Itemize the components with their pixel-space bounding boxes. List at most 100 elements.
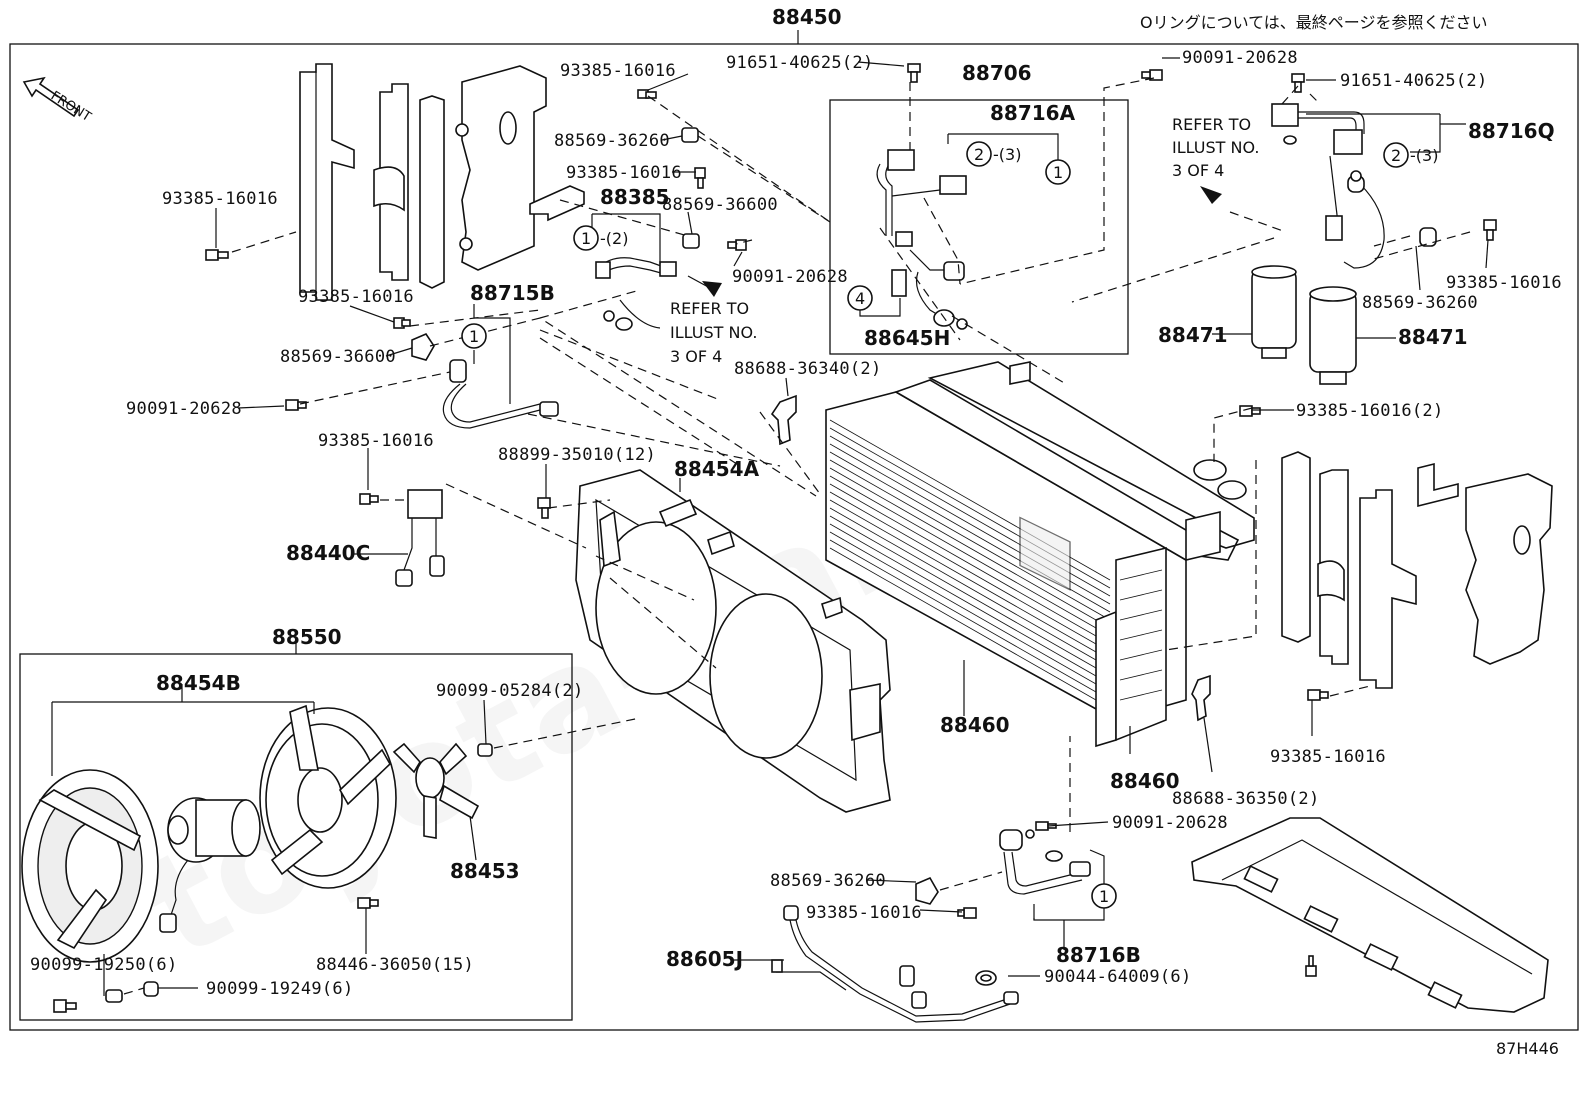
- part-label: 93385-16016: [566, 163, 682, 183]
- oring-note: Oリングについては、最終ページを参照ください: [1140, 13, 1487, 32]
- bolt-icon: [393, 317, 411, 329]
- part-label: 88446-36050(15): [316, 955, 474, 975]
- bolt-icon: [1239, 405, 1261, 417]
- sleeve-icon: [105, 989, 123, 1003]
- part-label: 88460: [940, 713, 1010, 737]
- callout-qty-2: -(2): [600, 229, 628, 248]
- clip-88688-b: [1191, 674, 1211, 722]
- dashed-guides: [123, 77, 1471, 995]
- svg-text:2: 2: [974, 145, 984, 164]
- bolt-icon: [1307, 689, 1329, 701]
- leader-lines: [51, 57, 1489, 996]
- fan-blade-88453: [392, 742, 480, 839]
- wire-harness-88605J: [771, 905, 1019, 1023]
- svg-text:ILLUST NO.: ILLUST NO.: [670, 323, 757, 342]
- bolt-icon: [1483, 219, 1497, 241]
- bolt-icon: [285, 399, 307, 411]
- svg-text:1: 1: [469, 327, 479, 346]
- part-label: 88605J: [666, 947, 743, 971]
- part-label: 88385: [600, 185, 670, 209]
- svg-text:3 OF 4: 3 OF 4: [1172, 161, 1224, 180]
- bolt-icon: [359, 493, 379, 505]
- part-label: 88716A: [990, 101, 1076, 125]
- part-label: 88454A: [674, 457, 760, 481]
- part-label: 91651-40625(2): [726, 53, 874, 73]
- callout-qty-3: -(3): [1410, 146, 1438, 165]
- clamp-icon: [411, 333, 435, 361]
- part-label: 88550: [272, 625, 342, 649]
- shroud-88454A: [575, 469, 891, 813]
- bolt-icon: [1141, 69, 1163, 81]
- part-label: 93385-16016: [1446, 273, 1562, 293]
- part-label: 88569-36260: [554, 131, 670, 151]
- part-label: 88645H: [864, 326, 950, 350]
- bolt-icon: [907, 63, 921, 83]
- part-labels: 93385-16016 91651-40625(2) 90091-20628 9…: [30, 48, 1562, 1058]
- left-bracket-assembly: [299, 63, 547, 301]
- bolt-icon: [1291, 73, 1305, 93]
- bolt-icon: [727, 239, 747, 251]
- part-label: 90091-20628: [1182, 48, 1298, 68]
- arrow-icon: [702, 281, 722, 297]
- part-label: 90091-20628: [126, 399, 242, 419]
- outer-frame: [9, 43, 1579, 1031]
- part-label: 88716B: [1056, 943, 1141, 967]
- small-bracket: [529, 185, 585, 222]
- nut-icon: [477, 743, 493, 757]
- svg-text:3 OF 4: 3 OF 4: [670, 347, 722, 366]
- part-label: 88688-36340(2): [734, 359, 882, 379]
- clamp-icon: [1419, 227, 1437, 247]
- svg-text:1: 1: [1053, 163, 1063, 182]
- receiver-drier-88471: [1309, 286, 1357, 385]
- part-label: 90099-19249(6): [206, 979, 354, 999]
- part-label: 93385-16016: [298, 287, 414, 307]
- part-label: 93385-16016: [806, 903, 922, 923]
- diagram-code: 87H446: [1496, 1039, 1559, 1058]
- svg-text:1: 1: [1099, 887, 1109, 906]
- receiver-drier-88471: [1251, 265, 1297, 359]
- bolt-icon: [53, 999, 77, 1013]
- right-bracket-assembly: [1281, 451, 1553, 689]
- part-label: 88569-36260: [770, 871, 886, 891]
- bolt-icon: [694, 167, 706, 189]
- hose-88716B: [999, 829, 1091, 895]
- part-label: 93385-16016(2): [1296, 401, 1444, 421]
- bolt-icon: [205, 249, 229, 261]
- part-label: 90091-20628: [732, 267, 848, 287]
- part-label: 90099-19250(6): [30, 955, 178, 975]
- part-label: 88706: [962, 61, 1032, 85]
- bolt-icon: [957, 907, 977, 919]
- box-88706: [829, 99, 1129, 355]
- refer-note-right: REFER TO ILLUST NO. 3 OF 4: [1172, 115, 1259, 180]
- part-label: 93385-16016: [162, 189, 278, 209]
- part-label: 93385-16016: [318, 431, 434, 451]
- svg-text:4: 4: [855, 289, 865, 308]
- hose-88385: [595, 257, 677, 331]
- hose-88716Q: [1271, 103, 1385, 269]
- clip-88688: [770, 394, 797, 446]
- part-label: 91651-40625(2): [1340, 71, 1488, 91]
- svg-text:REFER TO: REFER TO: [670, 299, 749, 318]
- fan-shroud-88454B: [21, 769, 159, 963]
- callout-circles: 1 1 2 1 4 2 1 -(2) -(3) -(3): [461, 141, 1438, 909]
- grommet-icon: [143, 981, 159, 997]
- part-label: 88569-36600: [662, 195, 778, 215]
- clamp-icon: [681, 127, 699, 143]
- fan-motor: [159, 797, 261, 933]
- part-label: 93385-16016: [560, 61, 676, 81]
- svg-text:1: 1: [581, 229, 591, 248]
- part-label: 93385-16016: [1270, 747, 1386, 767]
- part-label: 88454B: [156, 671, 241, 695]
- part-label: 88569-36260: [1362, 293, 1478, 313]
- part-label: 90091-20628: [1112, 813, 1228, 833]
- svg-text:REFER TO: REFER TO: [1172, 115, 1251, 134]
- part-label: 88715B: [470, 281, 555, 305]
- fan-shroud-88454B-right: [259, 704, 397, 889]
- part-label: 88440C: [286, 541, 370, 565]
- bolt-icon: [537, 497, 551, 519]
- part-label: 88471: [1398, 325, 1468, 349]
- part-label: 88471: [1158, 323, 1228, 347]
- clamp-icon: [682, 233, 700, 249]
- part-label: 90044-64009(6): [1044, 967, 1192, 987]
